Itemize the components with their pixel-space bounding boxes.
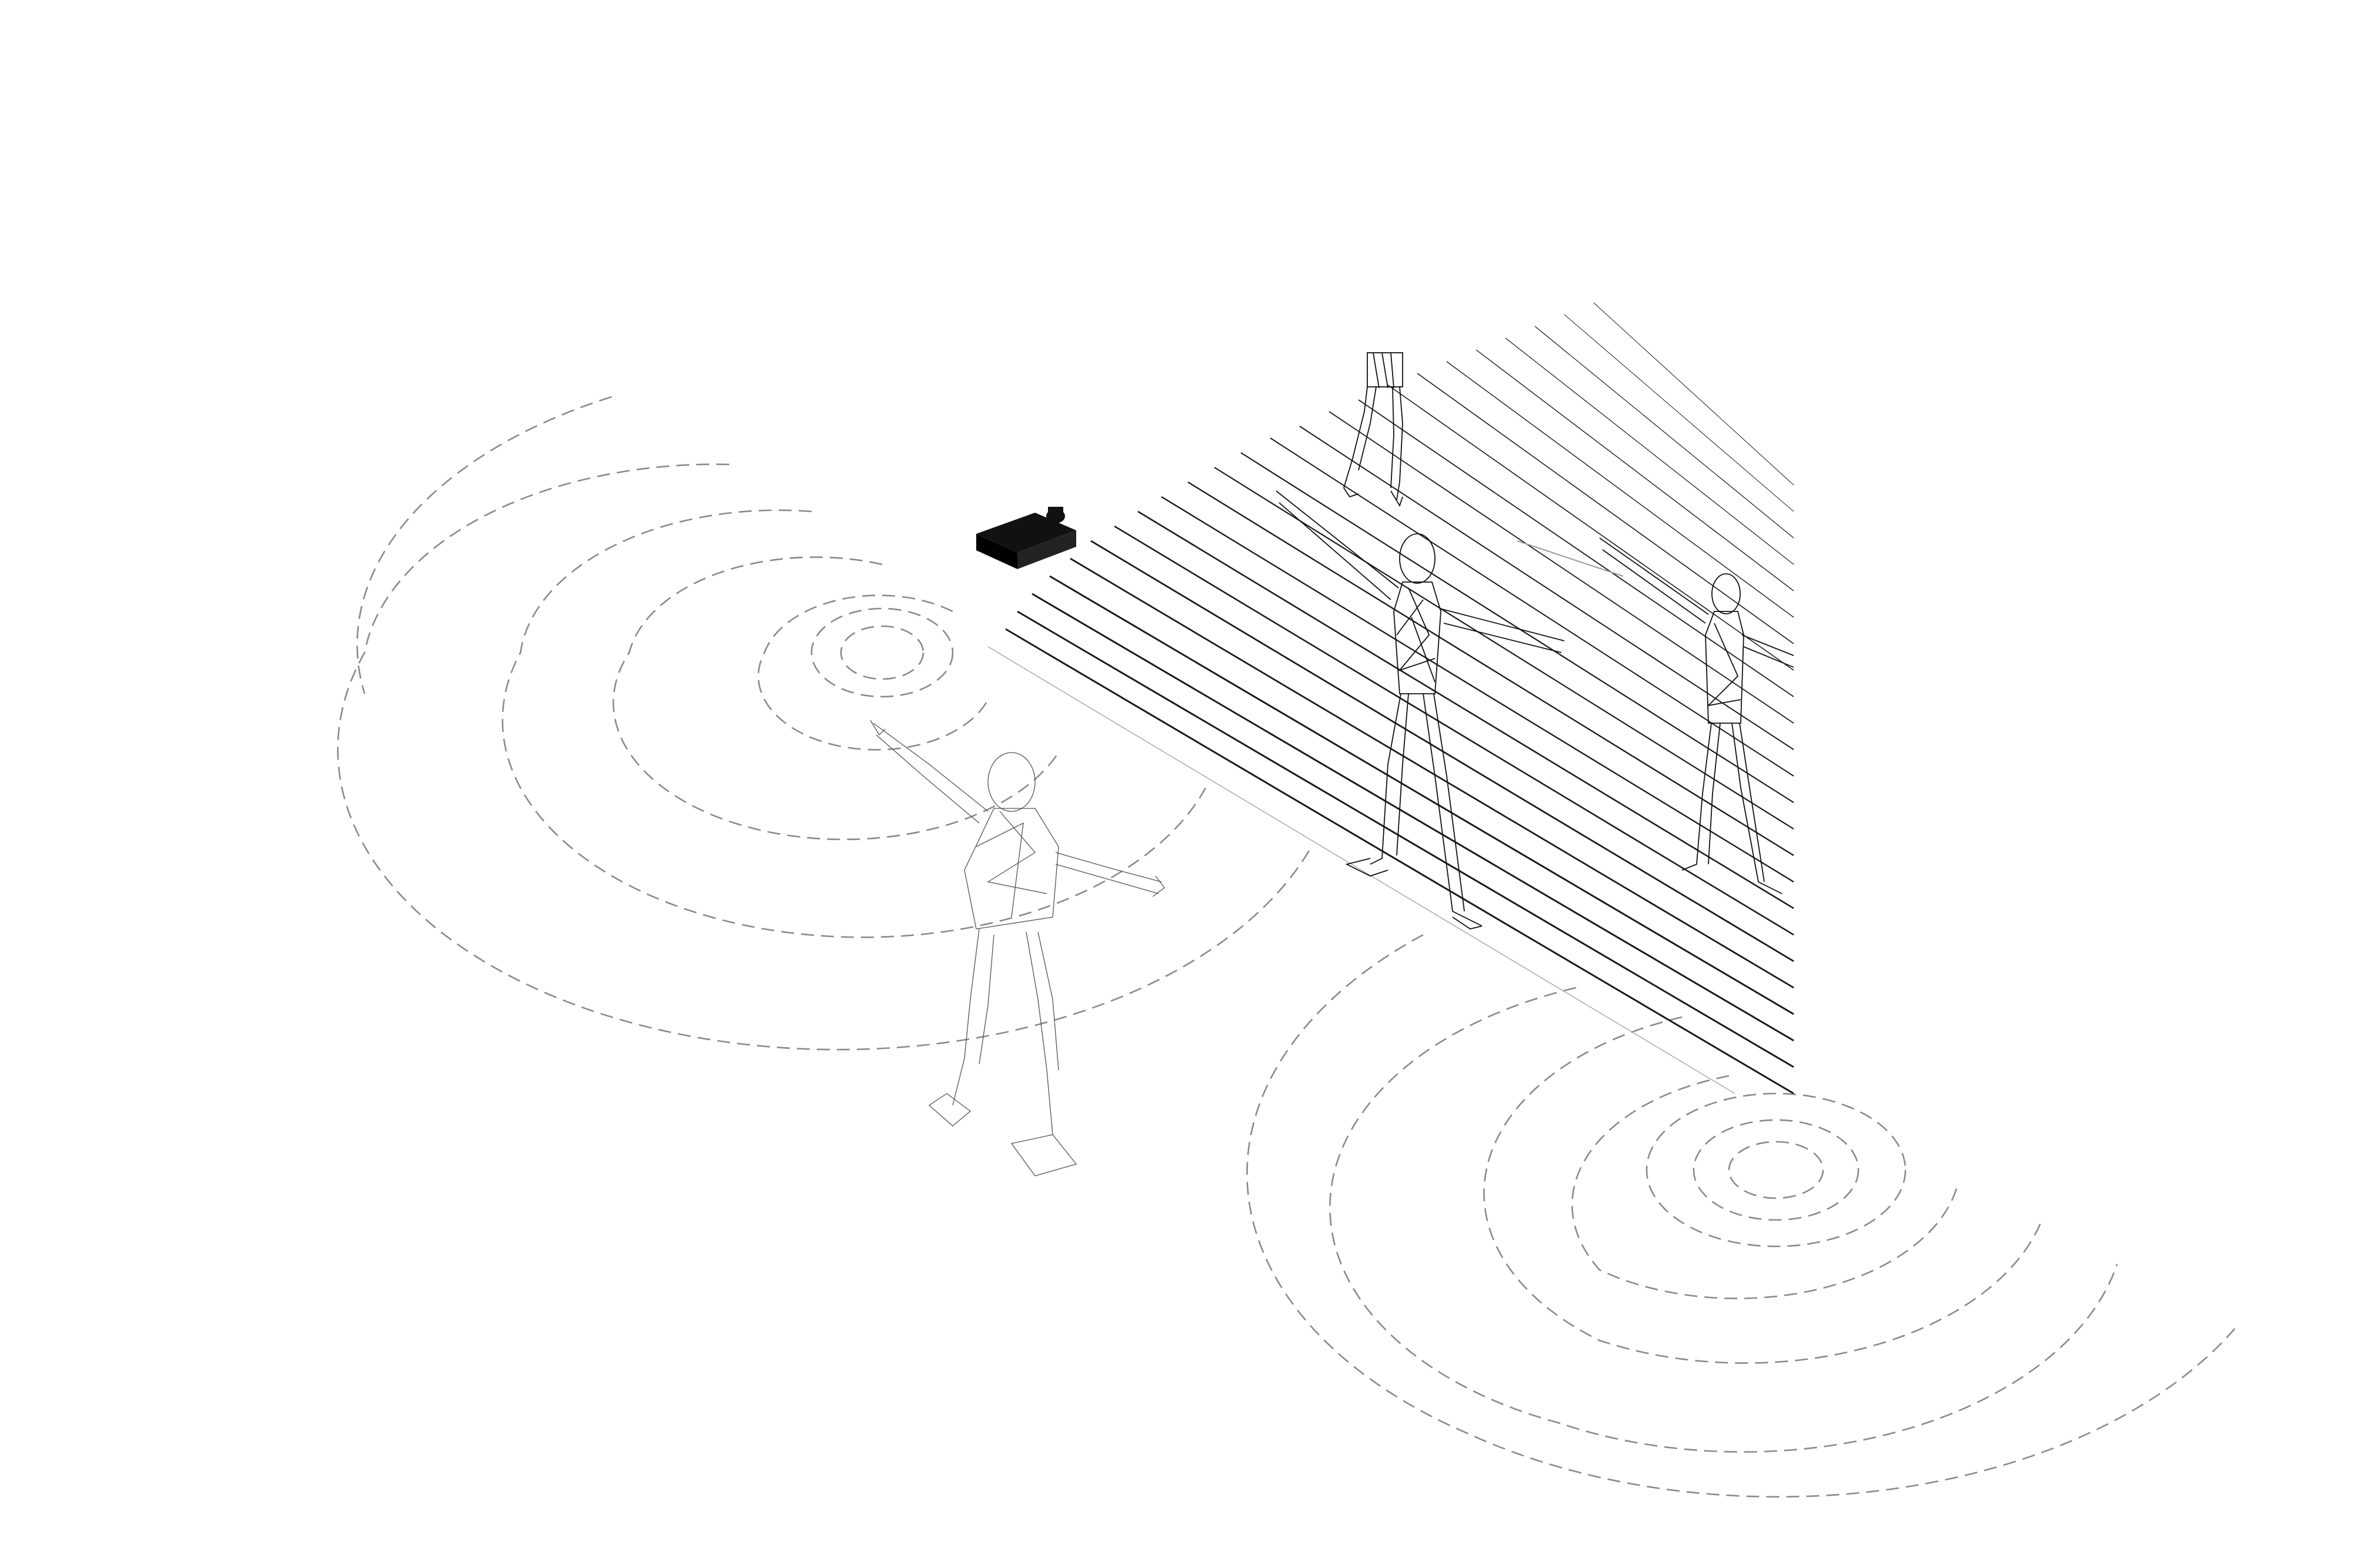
ripple-group-right [1246, 934, 2235, 1498]
wireframe-person-dancing [870, 720, 1165, 1176]
projection-rays [987, 302, 1794, 1095]
wireframe-person-inverted [1343, 352, 1403, 507]
ripple-group-left [337, 396, 1313, 1051]
projector-icon [976, 507, 1076, 569]
wireframe-person-t-pose-small [1599, 537, 1794, 894]
wireframe-person-t-pose [1276, 490, 1565, 930]
